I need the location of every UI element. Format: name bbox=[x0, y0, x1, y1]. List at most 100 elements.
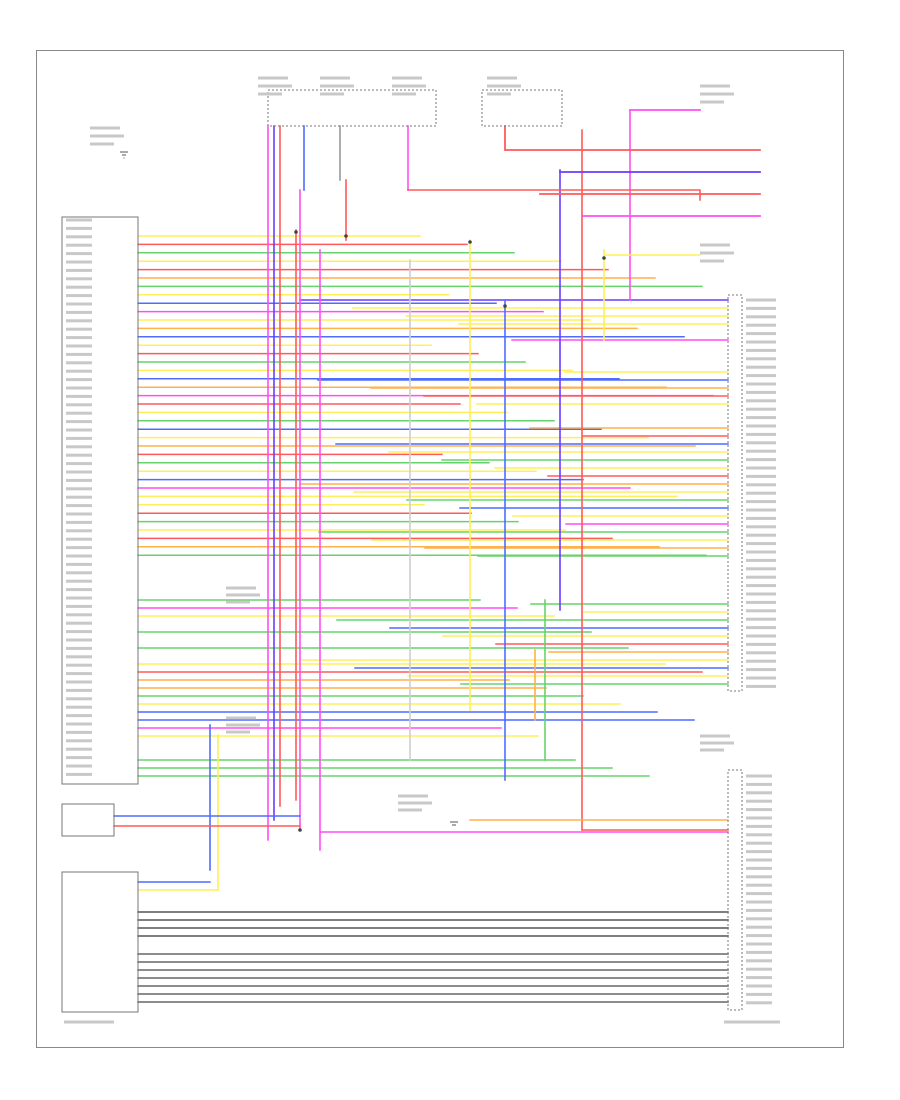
header-label bbox=[392, 76, 422, 80]
ground-top-left-icon bbox=[120, 151, 128, 159]
tcu-pin-label bbox=[66, 361, 92, 365]
tcu-pin-label bbox=[66, 462, 92, 466]
tcu-pin-label bbox=[66, 403, 92, 407]
tcu-pin-label bbox=[66, 663, 92, 667]
nss-pin-label bbox=[746, 984, 772, 988]
tcu-pin-label bbox=[66, 571, 92, 575]
connector-pin-label bbox=[746, 626, 776, 630]
header-label bbox=[320, 76, 350, 80]
nss-pin-label bbox=[746, 799, 772, 803]
tcu-pin-label bbox=[66, 495, 92, 499]
connector-pin-label bbox=[746, 424, 776, 428]
note-label bbox=[700, 741, 734, 745]
header-label bbox=[392, 84, 426, 88]
connector-pin-label bbox=[746, 668, 776, 672]
nss-pin-label bbox=[746, 934, 772, 938]
tcu-pin-label bbox=[66, 428, 92, 432]
tcu-pin-label bbox=[66, 504, 92, 508]
junction-dot bbox=[298, 828, 302, 832]
connector-pin-label bbox=[746, 609, 776, 613]
connector-pin-label bbox=[746, 382, 776, 386]
tcu-pin-label bbox=[66, 520, 92, 524]
nss-pin-label bbox=[746, 908, 772, 912]
fuse-block-top-left bbox=[267, 89, 437, 127]
connector-pin-label bbox=[746, 474, 776, 478]
tcu-pin-label bbox=[66, 420, 92, 424]
connector-pin-label bbox=[746, 516, 776, 520]
junction-dot bbox=[468, 240, 472, 244]
tcu-pin-label bbox=[66, 772, 92, 776]
nss-pin-label bbox=[746, 875, 772, 879]
connector-pin-label bbox=[746, 533, 776, 537]
header-label bbox=[320, 84, 354, 88]
note-label bbox=[226, 716, 256, 720]
nss-pin-label bbox=[746, 942, 772, 946]
tcu-pin-label bbox=[66, 579, 92, 583]
connector-pin-label bbox=[746, 340, 776, 344]
connector-pin-label bbox=[746, 491, 776, 495]
bottom-label bbox=[724, 1020, 780, 1024]
header-label bbox=[487, 84, 521, 88]
header-label bbox=[700, 92, 734, 96]
nss-pin-label bbox=[746, 850, 772, 854]
neutral-safety-switch bbox=[727, 769, 743, 1011]
nss-pin-label bbox=[746, 950, 772, 954]
junction-dot bbox=[294, 230, 298, 234]
nss-pin-label bbox=[746, 816, 772, 820]
feed-wire bbox=[407, 189, 701, 201]
tcu-pin-label bbox=[66, 705, 92, 709]
tcu-pin-label bbox=[66, 268, 92, 272]
nss-pin-label bbox=[746, 992, 772, 996]
header-label bbox=[700, 259, 724, 263]
tcu-pin-label bbox=[66, 747, 92, 751]
header-label bbox=[700, 100, 724, 104]
connector-pin-label bbox=[746, 365, 776, 369]
junction-dot bbox=[344, 234, 348, 238]
tcu-pin-label bbox=[66, 756, 92, 760]
connector-pin-label bbox=[746, 407, 776, 411]
connector-pin-label bbox=[746, 416, 776, 420]
header-label bbox=[700, 243, 730, 247]
nss-pin-label bbox=[746, 892, 772, 896]
note-label bbox=[700, 734, 730, 738]
connector-pin-label bbox=[746, 525, 776, 529]
feed-wire bbox=[504, 125, 761, 151]
tcu-pin-label bbox=[66, 739, 92, 743]
connector-pin-label bbox=[746, 374, 776, 378]
connector-pin-label bbox=[746, 634, 776, 638]
tcu-pin-label bbox=[66, 554, 92, 558]
header-label bbox=[90, 142, 114, 146]
header-label bbox=[392, 92, 416, 96]
tcu-pin-label bbox=[66, 638, 92, 642]
bottom-label bbox=[64, 1020, 114, 1024]
connector-pin-label bbox=[746, 584, 776, 588]
nss-pin-label bbox=[746, 841, 772, 845]
tcu-pin-label bbox=[66, 537, 92, 541]
connector-pin-label bbox=[746, 500, 776, 504]
connector-pin-label bbox=[746, 558, 776, 562]
nss-pin-label bbox=[746, 883, 772, 887]
tcu-pin-label bbox=[66, 445, 92, 449]
nss-pin-label bbox=[746, 774, 772, 778]
tcu-pin-label bbox=[66, 470, 92, 474]
tcu-pin-label bbox=[66, 436, 92, 440]
tcu-pin-label bbox=[66, 478, 92, 482]
transmission-control-unit bbox=[61, 216, 139, 785]
connector-pin-label bbox=[746, 449, 776, 453]
wire-layer bbox=[113, 109, 761, 1003]
connector-pin-label bbox=[746, 617, 776, 621]
tcu-pin-label bbox=[66, 697, 92, 701]
connector-pin-label bbox=[746, 348, 776, 352]
nss-pin-label bbox=[746, 833, 772, 837]
connector-pin-label bbox=[746, 567, 776, 571]
note-label bbox=[398, 808, 422, 812]
connector-pin-label bbox=[746, 315, 776, 319]
note-label bbox=[226, 593, 260, 597]
tcu-pin-label bbox=[66, 394, 92, 398]
header-label bbox=[700, 251, 734, 255]
note-label bbox=[226, 586, 256, 590]
connector-pin-label bbox=[746, 592, 776, 596]
connector-pin-label bbox=[746, 684, 776, 688]
junction-dot bbox=[503, 304, 507, 308]
tcu-pin-label bbox=[66, 613, 92, 617]
